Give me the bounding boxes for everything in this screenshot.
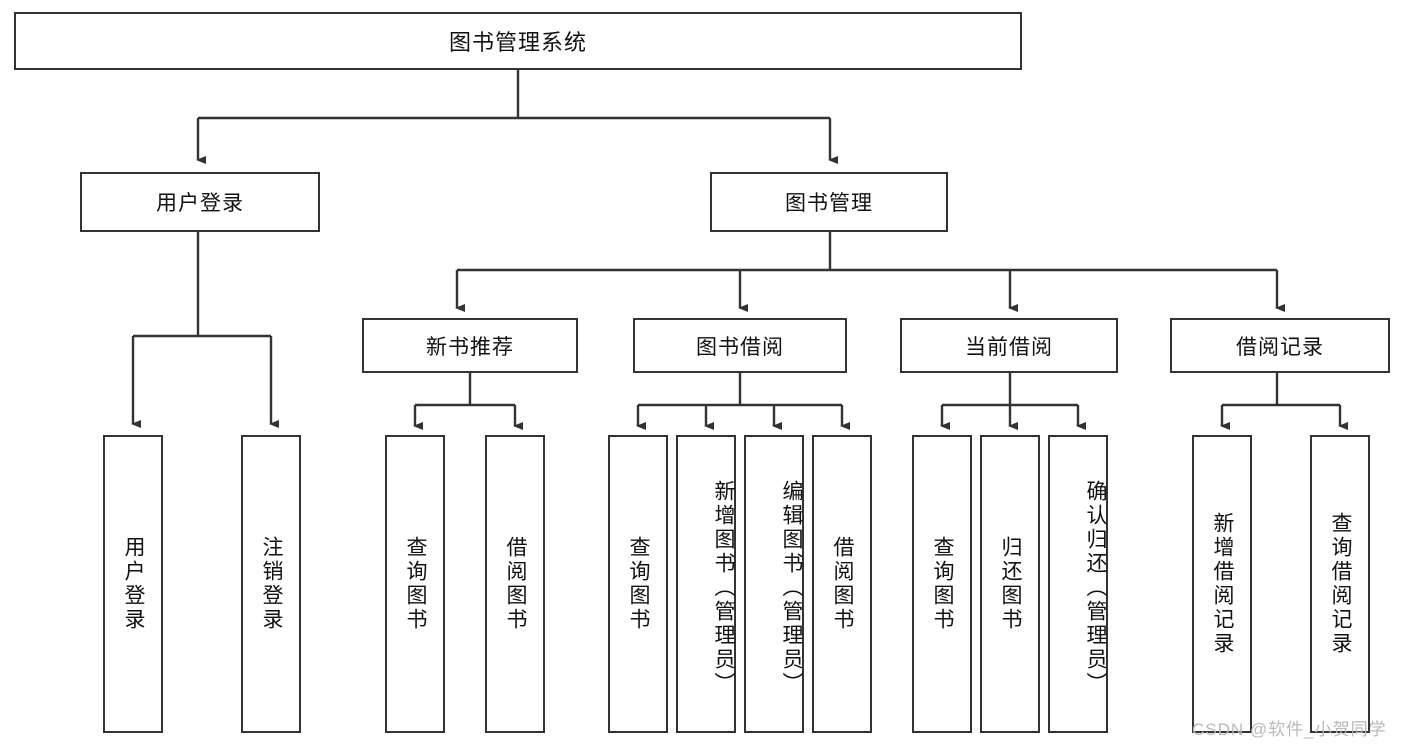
leaf-new-book-borrow[interactable]: 借阅图书	[485, 435, 545, 733]
leaf-record-add-borrow-record[interactable]: 新增借阅记录	[1192, 435, 1252, 733]
leaf-borrow-add-book-admin[interactable]: 新增图书（管理员）	[676, 435, 736, 733]
leaf-new-book-query[interactable]: 查询图书	[385, 435, 445, 733]
leaf-borrow-borrow-book[interactable]: 借阅图书	[812, 435, 872, 733]
node-new-book-recommend[interactable]: 新书推荐	[362, 318, 578, 373]
leaf-borrow-edit-book-admin[interactable]: 编辑图书（管理员）	[744, 435, 804, 733]
csdn-watermark: CSDN @软件_小贺同学	[1192, 720, 1387, 739]
leaf-borrow-query-book[interactable]: 查询图书	[608, 435, 668, 733]
leaf-user-login-login[interactable]: 用户登录	[103, 435, 163, 733]
leaf-current-query-book[interactable]: 查询图书	[912, 435, 972, 733]
node-user-login[interactable]: 用户登录	[80, 172, 320, 232]
node-book-borrow[interactable]: 图书借阅	[633, 318, 847, 373]
leaf-current-return-book[interactable]: 归还图书	[980, 435, 1040, 733]
leaf-record-query-borrow-record[interactable]: 查询借阅记录	[1310, 435, 1370, 733]
node-current-borrow[interactable]: 当前借阅	[900, 318, 1118, 373]
node-root-system[interactable]: 图书管理系统	[14, 12, 1022, 70]
leaf-user-login-logout[interactable]: 注销登录	[241, 435, 301, 733]
leaf-current-confirm-return-admin[interactable]: 确认归还（管理员）	[1048, 435, 1108, 733]
node-book-management[interactable]: 图书管理	[710, 172, 948, 232]
node-borrow-record[interactable]: 借阅记录	[1170, 318, 1390, 373]
